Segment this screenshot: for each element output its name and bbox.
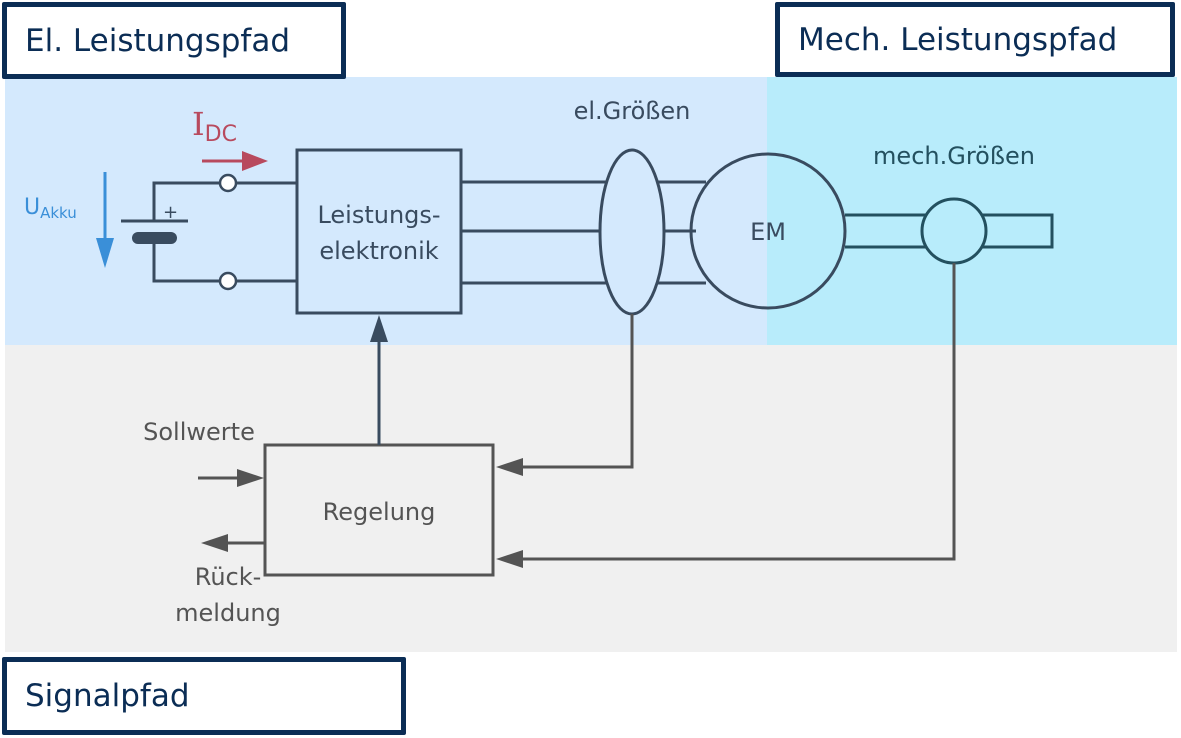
signal-path-title-text: Signalpfad <box>25 678 190 714</box>
current-label: IDC <box>192 105 237 147</box>
voltage-arrowhead-icon <box>96 238 114 268</box>
power-electronics-label-1: Leistungs- <box>317 201 440 229</box>
signal-region <box>5 345 1177 652</box>
el-power-path-title-text: El. Leistungspfad <box>25 22 291 59</box>
el-feedback-arrowhead-icon <box>496 458 523 476</box>
current-arrowhead-icon <box>242 151 268 171</box>
terminal-top <box>218 173 238 193</box>
mech-quantities-label: mech.Größen <box>873 142 1035 170</box>
mech-power-path-title-text: Mech. Leistungspfad <box>798 21 1118 58</box>
mech-feedback-line <box>520 263 956 561</box>
controller-label: Regelung <box>323 498 436 526</box>
signal-path-title: Signalpfad <box>2 657 406 735</box>
el-feedback-line <box>520 314 634 469</box>
mech-quantities-sensor <box>920 197 988 265</box>
terminal-bottom <box>218 271 238 291</box>
power-electronics-label-2: elektronik <box>319 237 438 265</box>
setpoints-arrowhead-icon <box>237 469 264 487</box>
voltage-label: UAkku <box>24 195 77 222</box>
feedback-out-arrowhead-icon <box>201 534 228 552</box>
feedback-label-2: meldung <box>175 599 281 627</box>
mech-feedback-arrowhead-icon <box>496 550 523 568</box>
battery-icon <box>121 181 221 283</box>
setpoints-label: Sollwerte <box>143 418 255 446</box>
el-quantities-sensor <box>598 148 666 316</box>
control-signal-arrowhead-icon <box>370 315 388 342</box>
machine-label: EM <box>750 218 786 246</box>
el-power-path-title: El. Leistungspfad <box>2 2 346 79</box>
electric-machine <box>689 152 847 310</box>
feedback-label-1: Rück- <box>195 563 262 591</box>
mech-power-path-title: Mech. Leistungspfad <box>775 2 1175 77</box>
battery-plus-sign: + <box>163 202 178 223</box>
el-quantities-label: el.Größen <box>574 97 691 125</box>
